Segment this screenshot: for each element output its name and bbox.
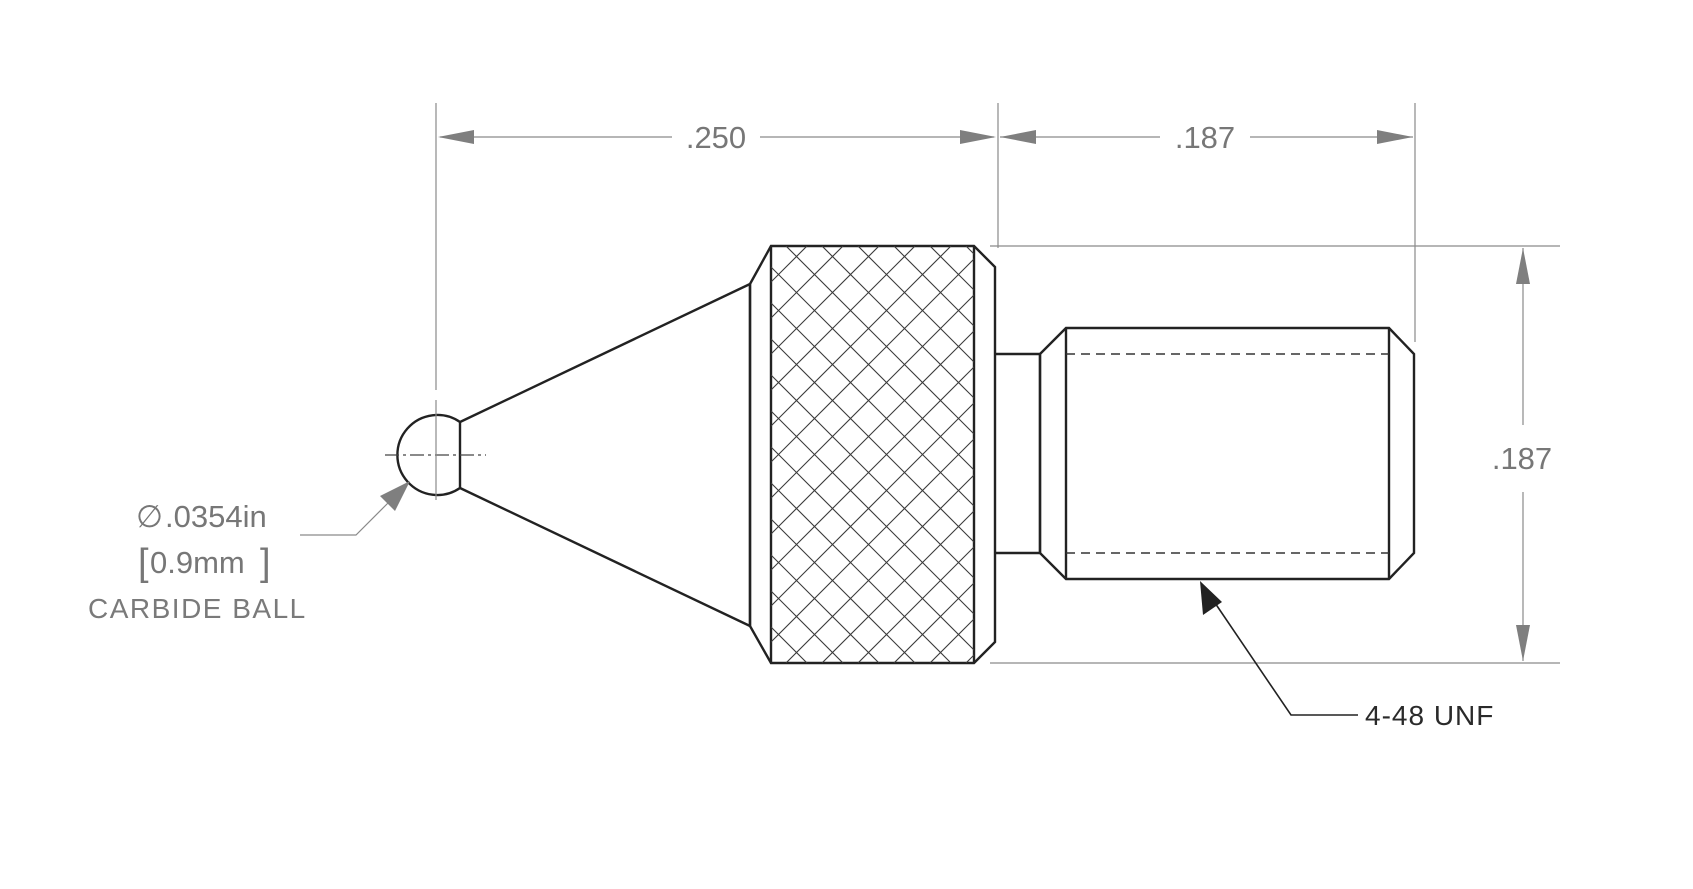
knurl-line: [1110, 246, 1527, 663]
knurl-line: [1218, 246, 1635, 663]
ball-leader-arrowhead: [380, 481, 410, 511]
dimension-tip-to-shoulder: .250: [438, 120, 996, 155]
knurl-line: [1074, 246, 1491, 663]
knurl-line: [857, 246, 974, 363]
knurl-line: [785, 474, 974, 663]
carbide-ball: [396, 413, 462, 497]
knurl-line: [771, 246, 952, 427]
knurl-line: [929, 246, 974, 291]
knurl-line: [771, 626, 808, 663]
knurled-head: [748, 244, 997, 665]
dimension-arrowhead: [1000, 130, 1036, 144]
knurl-line: [771, 374, 974, 579]
ball-material-label: CARBIDE BALL: [88, 593, 307, 624]
thread-leader-arrowhead: [1200, 581, 1222, 615]
knurl-line: [965, 246, 974, 255]
dimension-value: .187: [1492, 441, 1552, 476]
dimension-arrowhead: [1516, 625, 1530, 661]
knurl-line: [771, 410, 974, 615]
thread-callout-label: 4-48 UNF: [1365, 700, 1494, 731]
ball-diameter-bracket-open: [: [138, 542, 149, 584]
knurl-line: [771, 246, 808, 283]
knurl-line: [771, 338, 974, 543]
knurl-pattern: [771, 246, 1671, 663]
knurl-line: [965, 654, 974, 663]
knurl-line: [821, 510, 974, 663]
threaded-shank: [1038, 326, 1416, 581]
knurl-line: [929, 618, 974, 663]
dimension-body-diameter: .187: [1492, 248, 1552, 661]
dimension-arrowhead: [1516, 248, 1530, 284]
stylus-part: [385, 244, 1671, 665]
dimension-value: .250: [686, 120, 746, 155]
thread-leader-line: [1212, 599, 1358, 716]
knurl-line: [771, 482, 952, 663]
dimension-arrowhead: [1377, 130, 1413, 144]
knurl-line: [1110, 246, 1527, 663]
ball-diameter-bracket-close: ]: [260, 542, 271, 584]
knurl-line: [771, 246, 916, 391]
knurl-line: [1254, 246, 1671, 663]
knurl-line: [1218, 246, 1635, 663]
knurl-line: [821, 246, 974, 399]
thread-callout: 4-48 UNF: [1200, 581, 1494, 731]
dimension-arrowhead: [438, 130, 474, 144]
ball-diameter-inch: .0354in: [165, 499, 267, 534]
extension-lines: [435, 103, 1560, 664]
knurl-line: [771, 590, 844, 663]
cone-edge-bottom: [459, 486, 751, 628]
knurl-line: [857, 546, 974, 663]
ball-callout: ∅ .0354in [ 0.9mm ] CARBIDE BALL: [88, 481, 410, 624]
dimension-value: .187: [1175, 120, 1235, 155]
knurl-line: [771, 302, 974, 507]
knurl-line: [893, 246, 974, 327]
dimension-thread-length: .187: [1000, 120, 1413, 155]
ball-leader-line: [300, 495, 396, 536]
knurl-line: [785, 246, 974, 435]
knurl-line: [1074, 246, 1491, 663]
knurl-line: [893, 582, 974, 663]
knurl-line: [771, 246, 880, 355]
ball-diameter-mm: 0.9mm: [150, 545, 245, 580]
knurl-line: [771, 446, 974, 651]
cone-edge-top: [459, 282, 751, 424]
knurl-line: [1254, 246, 1671, 663]
dimension-arrowhead: [960, 130, 996, 144]
knurl-line: [771, 246, 844, 319]
knurl-line: [1038, 246, 1455, 663]
knurl-line: [771, 518, 916, 663]
ball-diameter-symbol: ∅: [136, 499, 163, 534]
knurl-line: [771, 266, 974, 471]
knurl-line: [1038, 246, 1455, 663]
knurl-line: [771, 554, 880, 663]
